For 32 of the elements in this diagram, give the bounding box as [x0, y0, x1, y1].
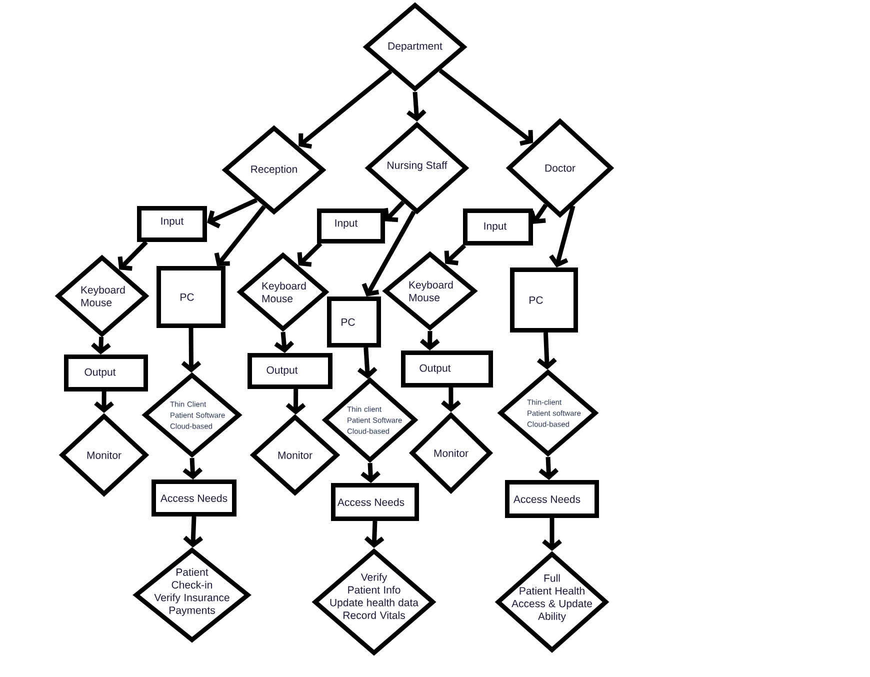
process-box: PC	[156, 266, 226, 328]
process-box: Output	[248, 353, 332, 389]
arrow	[542, 518, 562, 551]
arrow	[538, 456, 559, 480]
arrow	[207, 198, 258, 228]
arrow	[214, 205, 266, 266]
arrow	[298, 69, 392, 149]
arrow	[444, 244, 466, 266]
arrow	[406, 92, 426, 122]
arrow	[286, 388, 306, 415]
arrow	[364, 520, 384, 548]
arrow	[536, 332, 557, 370]
arrow	[181, 328, 202, 373]
arrow	[118, 240, 148, 271]
arrow	[183, 516, 204, 548]
arrow	[383, 200, 405, 222]
process-box: PC	[327, 296, 381, 348]
arrow	[549, 205, 576, 268]
arrow	[362, 210, 416, 296]
process-box: Access Needs	[505, 480, 599, 518]
process-box: Input	[317, 208, 385, 244]
process-box: Output	[64, 354, 148, 392]
process-box: Access Needs	[152, 480, 236, 516]
arrow	[297, 242, 322, 267]
process-box: Access Needs	[331, 483, 419, 521]
process-box: Output	[401, 350, 493, 388]
process-box: PC	[510, 268, 578, 332]
arrow	[438, 68, 534, 146]
arrow	[441, 388, 461, 412]
process-box: Input	[463, 208, 533, 246]
process-box: Input	[137, 206, 207, 242]
arrow	[357, 347, 378, 379]
